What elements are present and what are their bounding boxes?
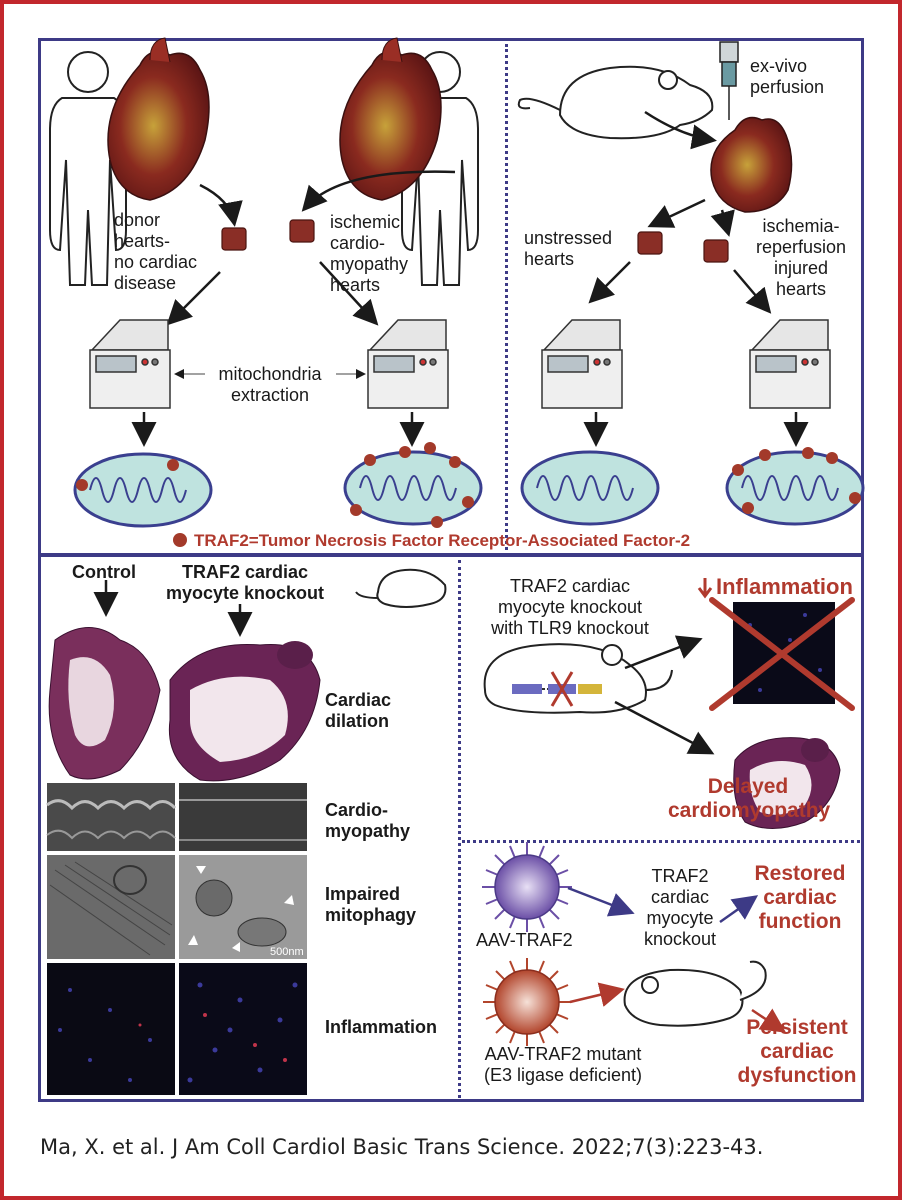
knockout-header: TRAF2 cardiac myocyte knockout xyxy=(165,562,325,603)
mouse-icon-tlr9 xyxy=(483,643,673,714)
heart-icon-donor xyxy=(107,37,210,201)
section-divider xyxy=(38,553,864,557)
gene-x-icon xyxy=(550,671,574,707)
em-control xyxy=(47,855,175,959)
mitochondrion-icon-unstressed xyxy=(520,450,660,526)
histology-control xyxy=(48,627,161,780)
tissue-cube-icons xyxy=(221,219,729,263)
persistent-label: Persistent cardiac dysfunction xyxy=(737,1016,857,1087)
restored-label: Restored cardiac function xyxy=(754,862,846,933)
cancel-x-icon xyxy=(709,597,855,711)
centrifuge-icon-3 xyxy=(541,319,623,409)
virus-icon-mutant xyxy=(483,958,571,1046)
abstract-panel xyxy=(38,38,864,1102)
centrifuge-icons xyxy=(89,319,831,409)
mitochondrion-icon-ischemic xyxy=(343,442,483,528)
traf2-legend: TRAF2=Tumor Necrosis Factor Receptor-Ass… xyxy=(194,531,691,550)
down-arrow-icon xyxy=(697,578,713,599)
bottom-dotted-divider xyxy=(458,560,461,1098)
mitochondrion-icon-donor xyxy=(73,452,213,528)
centrifuge-icon-1 xyxy=(89,319,171,409)
syringe-icon xyxy=(719,41,739,120)
row-label-cardiomyopathy: Cardio- myopathy xyxy=(325,800,411,841)
legend-dot-icon xyxy=(173,533,187,547)
mouse-icon-top xyxy=(517,65,714,140)
scale-label: 500nm xyxy=(270,946,304,958)
ischemia-label: ischemia- reperfusion injured hearts xyxy=(755,216,847,299)
gene-bar-3 xyxy=(578,684,602,694)
mouse-icon-bottom xyxy=(623,960,767,1027)
histology-knockout xyxy=(168,641,321,782)
fluor-control xyxy=(47,963,175,1095)
centrifuge-icon-4 xyxy=(749,319,831,409)
inflammation-label: Inflammation xyxy=(716,574,853,599)
histology-delayed xyxy=(733,737,841,829)
row-label-dilation: Cardiac dilation xyxy=(325,690,392,731)
heart-icon-perfused xyxy=(710,116,793,213)
donor-label: donor hearts- no cardiac disease xyxy=(114,210,198,293)
mouse-icon-small xyxy=(355,568,447,608)
knockout-mouse-label: TRAF2 cardiac myocyte knockout xyxy=(643,866,717,949)
aav-label: AAV-TRAF2 xyxy=(476,930,573,950)
fluor-knockout xyxy=(179,963,307,1095)
top-dotted-divider xyxy=(505,44,508,550)
row-label-mitophagy: Impaired mitophagy xyxy=(325,884,417,925)
ischemic-label: ischemic cardio- myopathy hearts xyxy=(330,212,409,295)
gene-bar-1 xyxy=(512,684,542,694)
mitochondrion-icon-ischemia-reperfusion xyxy=(725,447,865,526)
control-header: Control xyxy=(72,562,136,582)
bottom-right-dotted-divider xyxy=(462,840,860,843)
extraction-label: mitochondria extraction xyxy=(218,364,322,405)
mutant-label: AAV-TRAF2 mutant (E3 ligase deficient) xyxy=(483,1044,643,1085)
tlr9-label: TRAF2 cardiac myocyte knockout with TLR9… xyxy=(491,576,649,638)
echo-control xyxy=(47,783,175,851)
centrifuge-icon-2 xyxy=(367,319,449,409)
citation: Ma, X. et al. J Am Coll Cardiol Basic Tr… xyxy=(40,1135,764,1159)
row-label-inflammation: Inflammation xyxy=(325,1017,438,1037)
mitochondrion-icons xyxy=(73,442,865,528)
unstressed-label: unstressed hearts xyxy=(524,228,613,269)
perfusion-label: ex-vivo perfusion xyxy=(750,56,825,97)
heart-icon-ischemic xyxy=(339,37,442,201)
virus-icon-aav xyxy=(482,842,572,932)
delayed-label: Delayed cardiomyopathy xyxy=(668,775,831,822)
